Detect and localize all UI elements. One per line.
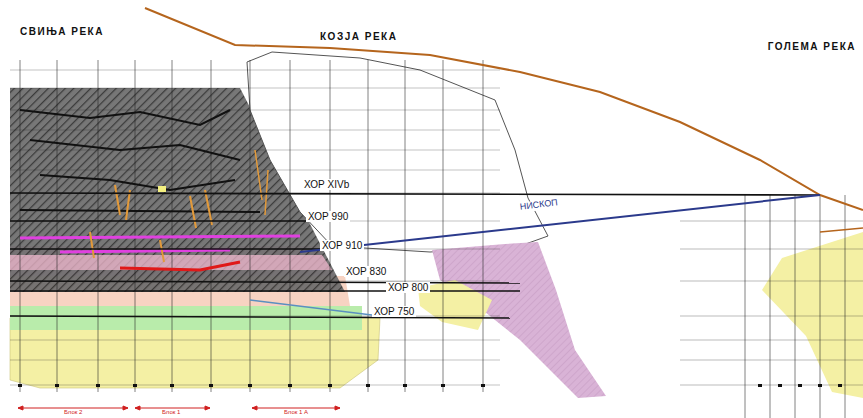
grid-line	[10, 110, 500, 111]
tick-mark	[133, 384, 137, 387]
grid-line	[680, 281, 863, 282]
grid-line	[680, 340, 863, 341]
terrain-line-right	[820, 228, 863, 232]
tick-mark	[170, 384, 174, 387]
river-name: СВИЊА РЕКА	[18, 26, 106, 37]
grid-line	[680, 221, 863, 222]
grid-line	[10, 70, 500, 71]
tick-mark	[481, 384, 485, 387]
grid-line	[680, 249, 863, 250]
pink-zone-lower	[10, 255, 332, 270]
tick-mark	[838, 384, 842, 387]
tick-mark	[403, 384, 407, 387]
river-name: КОЗЈА РЕКА	[318, 31, 399, 42]
tick-mark	[248, 384, 252, 387]
level-label: ХОР 750	[372, 306, 416, 317]
tick-mark	[798, 384, 802, 387]
level-label: ХОР 990	[306, 211, 350, 222]
grid-line	[10, 249, 500, 250]
grid-line	[10, 385, 500, 386]
kozja-zone	[247, 52, 548, 252]
decline-line-lower	[250, 300, 380, 316]
river-name: ГОЛЕМА РЕКА	[766, 41, 858, 52]
tick-mark	[18, 384, 22, 387]
grid-line	[10, 340, 500, 341]
level-label: ХОР 910	[320, 240, 364, 251]
level-label: ХОР 800	[386, 282, 430, 293]
grid-line	[10, 88, 500, 89]
block-label: Блок 1	[160, 409, 182, 416]
grid-line	[10, 130, 500, 131]
tick-mark	[818, 384, 822, 387]
grid-line	[10, 170, 500, 171]
workings	[20, 110, 300, 270]
tick-mark	[96, 384, 100, 387]
decline-line	[300, 195, 820, 252]
tick-mark	[288, 384, 292, 387]
grid-line	[745, 195, 746, 418]
tick-mark	[328, 384, 332, 387]
grid-line	[10, 360, 500, 361]
terrain-line	[145, 8, 863, 210]
grid-line	[770, 195, 771, 418]
level-lines	[10, 193, 820, 318]
grid	[10, 60, 863, 418]
grid-line	[845, 195, 846, 418]
tick-mark	[441, 384, 445, 387]
decline-label: НИСКОП	[517, 198, 560, 213]
tick-mark	[778, 384, 782, 387]
grid-line	[795, 195, 796, 418]
grid-line	[10, 221, 500, 222]
block-label: Блок 1 А	[282, 409, 310, 416]
level-label: ХОР 830	[344, 266, 388, 277]
tick-mark	[366, 384, 370, 387]
block-label: Блок 2	[62, 409, 84, 416]
right-yellow-zone	[762, 232, 863, 398]
level-label: ХОР XIVb	[302, 179, 351, 190]
tick-mark	[55, 384, 59, 387]
grid-line	[680, 360, 863, 361]
grid-line	[680, 316, 863, 317]
tick-mark	[758, 384, 762, 387]
tick-mark	[209, 384, 213, 387]
green-zone	[10, 306, 362, 330]
grid-line	[680, 385, 863, 386]
